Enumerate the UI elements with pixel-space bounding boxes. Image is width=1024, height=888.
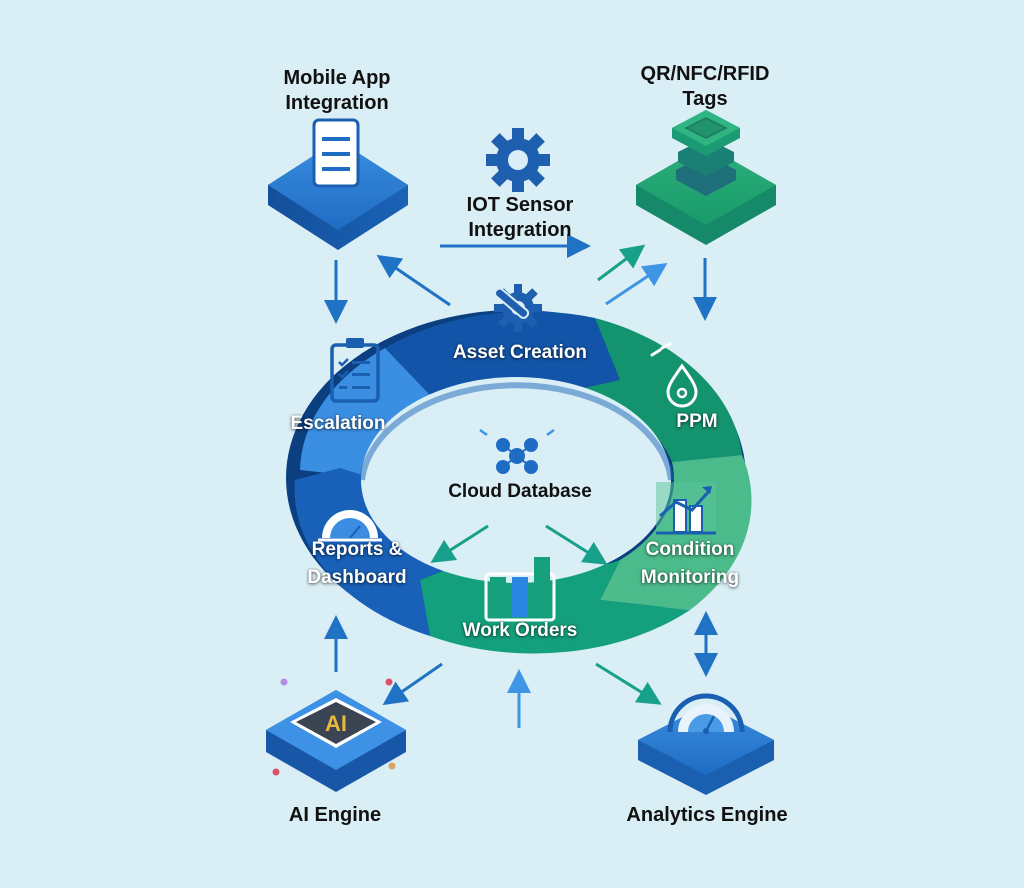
label-line: QR/NFC/RFID	[640, 63, 770, 85]
ai-chip-text: AI	[325, 711, 347, 736]
asset-creation-label: Asset Creation	[453, 339, 587, 367]
stacked-chip-icon	[672, 110, 740, 196]
ai-engine-label: AI Engine	[289, 803, 381, 828]
tags-node[interactable]	[636, 110, 776, 245]
work-orders-label: Work Orders	[463, 617, 578, 645]
decor-dot	[388, 762, 396, 770]
clipboard-checklist-icon	[330, 338, 380, 403]
ring-center	[361, 377, 671, 583]
ring-segment-asset-creation[interactable]	[385, 311, 620, 395]
label-line: Work Orders	[462, 620, 578, 641]
mobile-app-node[interactable]	[268, 118, 408, 250]
label-line: Analytics Engine	[626, 804, 788, 826]
label-line: PPM	[676, 411, 718, 432]
gear-icon	[486, 128, 550, 192]
label-line: AI Engine	[288, 804, 382, 826]
label-line: Mobile App	[283, 67, 391, 89]
decor-dot	[385, 678, 393, 686]
network-nodes-icon	[479, 428, 555, 474]
decor-dot	[272, 768, 280, 776]
label-line: Dashboard	[307, 567, 407, 588]
analytics-engine-node[interactable]	[638, 693, 774, 795]
label-line: Reports &	[311, 539, 403, 560]
condition-monitoring-label: Condition Monitoring	[641, 536, 739, 592]
label-line: Integration	[285, 92, 389, 114]
ring-segment-reports-dashboard[interactable]	[294, 468, 470, 636]
trend-chart-icon	[656, 482, 716, 535]
ai-chip-icon: AI	[290, 698, 382, 748]
ring-segment-ppm[interactable]	[575, 318, 742, 462]
wrench-gear-icon	[493, 284, 542, 332]
gauge-icon	[318, 510, 382, 542]
arrow-workorders-to-ai	[382, 662, 443, 706]
ring-segment-escalation[interactable]	[300, 348, 430, 478]
reports-dashboard-label: Reports & Dashboard	[307, 536, 406, 592]
label-line: Condition	[645, 539, 735, 560]
mobile-app-label: Mobile App Integration	[283, 66, 390, 116]
label-line: Asset Creation	[452, 342, 588, 363]
escalation-label: Escalation	[290, 410, 385, 438]
analytics-engine-label: Analytics Engine	[626, 803, 787, 828]
droplet-icon	[650, 342, 698, 408]
document-list-icon	[312, 118, 360, 188]
connection-arrows	[324, 234, 718, 728]
ai-engine-node[interactable]: AI	[266, 678, 406, 793]
arrow-asset-to-mobile	[376, 254, 451, 307]
iot-label: IOT Sensor Integration	[467, 193, 574, 243]
decor-dot	[280, 678, 288, 686]
arrow-workorders-to-analytics	[595, 662, 662, 705]
label-line: Integration	[468, 219, 572, 241]
label-line: Tags	[682, 88, 728, 110]
label-line: IOT Sensor	[466, 194, 574, 216]
arrow-cloud-to-condition	[545, 524, 608, 565]
arrow-teal-to-tags	[597, 244, 646, 282]
bar-chart-icon	[484, 557, 556, 622]
label-line: Escalation	[290, 413, 386, 434]
tags-label: QR/NFC/RFID Tags	[641, 62, 770, 112]
speedometer-icon	[667, 693, 745, 734]
arrow-asset-to-tags	[605, 263, 668, 306]
arrow-cloud-to-reports	[430, 524, 489, 563]
label-line: Monitoring	[640, 567, 740, 588]
cloud-database-label: Cloud Database	[448, 479, 592, 504]
label-line: Cloud Database	[448, 481, 592, 502]
ppm-label: PPM	[676, 408, 717, 436]
